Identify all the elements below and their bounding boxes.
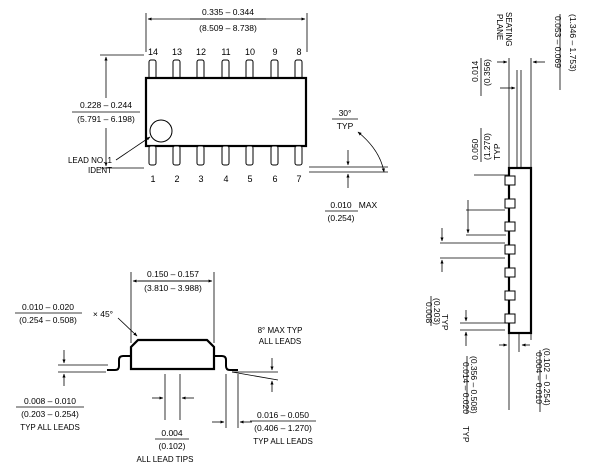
pin-4-label: 4 xyxy=(223,174,228,184)
coplanarity-inch: 0.004 xyxy=(161,428,183,438)
side-gap-inch: 0.008 xyxy=(424,302,434,324)
side-pitch-inch: 0.050 xyxy=(470,138,480,160)
top-standoff-max: MAX xyxy=(359,200,378,210)
end-angle-label-2: ALL LEADS xyxy=(259,337,301,346)
side-lead-width-mm: (0.356 – 0.508) xyxy=(469,356,479,414)
pin-8-label: 8 xyxy=(296,47,301,57)
side-pitch-typ: TYP xyxy=(492,143,502,160)
chamfer-mm: (0.254 – 0.508) xyxy=(19,315,77,325)
side-standoff-mm: (0.102 – 0.254) xyxy=(542,348,552,406)
bottom-leads xyxy=(148,145,303,166)
side-lead-thk-inch: 0.014 xyxy=(470,60,480,82)
lead1-ident-dot xyxy=(149,119,173,143)
foot-note: TYP ALL LEADS xyxy=(253,437,313,446)
side-gap-typ: TYP xyxy=(440,314,450,331)
end-left-lead xyxy=(107,355,131,371)
bottom-pin-numbers: 1 2 3 4 5 6 7 xyxy=(150,174,301,184)
lead1-ident-label: LEAD NO. 1 xyxy=(68,156,113,165)
side-lead-width-inch: 0.014 – 0.020 xyxy=(461,362,471,414)
pin-1-label: 1 xyxy=(150,174,155,184)
chamfer-45: × 45° xyxy=(93,309,113,319)
side-lead-width-typ: TYP xyxy=(461,426,471,443)
top-view-body xyxy=(144,76,308,148)
side-height-inch: 0.053 – 0.069 xyxy=(553,16,563,68)
coplanarity-note: ALL LEAD TIPS xyxy=(137,455,194,464)
pin-3-label: 3 xyxy=(198,174,203,184)
end-body-width-mm: (3.810 – 3.988) xyxy=(144,283,202,293)
chamfer-inch: 0.010 – 0.020 xyxy=(22,302,74,312)
overall-length-inch: 0.335 – 0.344 xyxy=(202,7,254,17)
end-right-lead xyxy=(214,355,238,371)
end-lead-thk-inch: 0.008 – 0.010 xyxy=(24,396,76,406)
end-view: 0.150 – 0.157 (3.810 – 3.988) 0.010 – 0.… xyxy=(15,269,316,464)
top-view: 0.335 – 0.344 (8.509 – 8.738) 14 13 12 1… xyxy=(68,7,388,223)
lead1-leader xyxy=(115,136,151,161)
end-lead-thk-note: TYP ALL LEADS xyxy=(20,423,80,432)
side-view: SEATING PLANE 0.053 – 0.069 (1.346 – 1.7… xyxy=(424,12,578,443)
side-gap-mm: (0.203) xyxy=(432,298,442,325)
end-lead-thk-mm: (0.203 – 0.254) xyxy=(21,409,79,419)
body-width-mm: (5.791 – 6.198) xyxy=(77,114,135,124)
pin-11-label: 11 xyxy=(221,47,230,57)
foot-inch: 0.016 – 0.050 xyxy=(257,410,309,420)
top-standoff-mm: (0.254) xyxy=(328,213,355,223)
side-lead-thk-mm: (0.356) xyxy=(482,59,492,86)
top-leads xyxy=(148,59,303,80)
pin-5-label: 5 xyxy=(247,174,252,184)
body-width-inch: 0.228 – 0.244 xyxy=(80,100,132,110)
pin-10-label: 10 xyxy=(245,47,255,57)
side-height-mm: (1.346 – 1.753) xyxy=(568,14,578,72)
end-view-body xyxy=(129,338,216,371)
end-angle-label: 8° MAX TYP xyxy=(258,326,303,335)
pin-14-label: 14 xyxy=(148,47,158,57)
pin-2-label: 2 xyxy=(174,174,179,184)
seating-plane-label: SEATING xyxy=(504,12,513,47)
angle-typ-label: TYP xyxy=(337,121,354,131)
seating-plane-label-2: PLANE xyxy=(495,14,504,40)
overall-length-mm: (8.509 – 8.738) xyxy=(199,23,257,33)
foot-mm: (0.406 – 1.270) xyxy=(254,423,312,433)
top-pin-numbers: 14 13 12 11 10 9 8 xyxy=(148,47,302,57)
angle-30-arc xyxy=(357,131,385,173)
side-pitch-mm: (1.270) xyxy=(482,133,492,160)
pin-6-label: 6 xyxy=(272,174,277,184)
coplanarity-mm: (0.102) xyxy=(159,441,186,451)
pin-7-label: 7 xyxy=(296,174,301,184)
pin-9-label: 9 xyxy=(272,47,277,57)
pin-13-label: 13 xyxy=(172,47,182,57)
pin-12-label: 12 xyxy=(196,47,206,57)
lead1-ident-label-2: IDENT xyxy=(88,166,112,175)
side-standoff-inch: 0.004 – 0.010 xyxy=(534,352,544,404)
angle-30-label: 30° xyxy=(339,108,352,118)
side-view-leads xyxy=(504,175,516,324)
top-standoff-inch: 0.010 xyxy=(330,200,352,210)
end-body-width-inch: 0.150 – 0.157 xyxy=(147,269,199,279)
